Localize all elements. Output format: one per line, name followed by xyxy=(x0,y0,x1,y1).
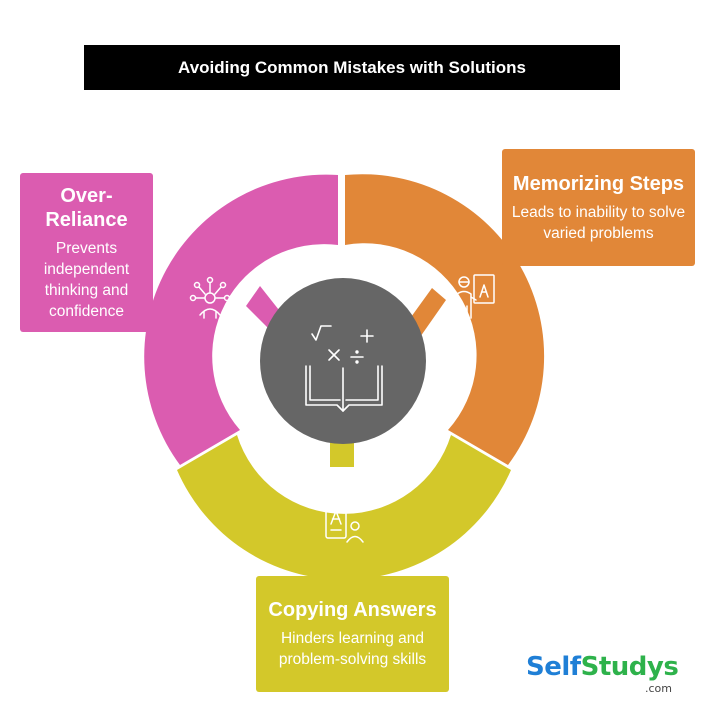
network-person-icon xyxy=(189,276,231,319)
brand-logo: SelfStudys .com xyxy=(526,652,679,696)
card-memorizing-steps: Memorizing Steps Leads to inability to s… xyxy=(502,149,695,266)
segment-copying-answers xyxy=(177,435,511,580)
math-book-icon xyxy=(305,325,383,412)
card-over-reliance: Over- Reliance Prevents independent thin… xyxy=(20,173,153,332)
teacher-board-icon xyxy=(456,274,495,319)
card-heading: Over- Reliance xyxy=(45,184,128,231)
document-person-icon xyxy=(325,504,364,543)
card-description: Hinders learning and problem-solving ski… xyxy=(278,630,427,668)
logo-studys: Studys xyxy=(580,652,679,682)
card-heading: Copying Answers xyxy=(268,599,437,621)
segment-over-reliance xyxy=(144,174,338,465)
logo-self: Self xyxy=(526,652,581,682)
segment-memorizing-steps xyxy=(345,174,545,465)
page-title: Avoiding Common Mistakes with Solutions xyxy=(84,45,620,90)
card-copying-answers: Copying Answers Hinders learning and pro… xyxy=(256,576,449,692)
card-description: Prevents independent thinking and confid… xyxy=(43,239,130,320)
card-description: Leads to inability to solve varied probl… xyxy=(511,203,686,242)
logo-domain: .com xyxy=(645,682,672,695)
center-circle xyxy=(260,278,426,444)
card-heading: Memorizing Steps xyxy=(512,172,685,195)
